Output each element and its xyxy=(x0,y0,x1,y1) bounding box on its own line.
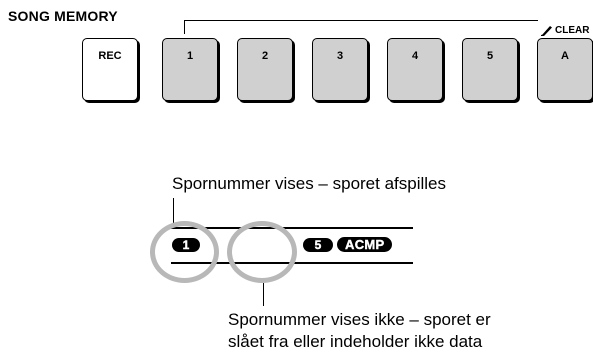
bracket-left-tick xyxy=(184,20,186,34)
rec-key-label: REC xyxy=(98,50,122,62)
acmp-indicator: ACMP xyxy=(337,237,393,252)
track-5-indicator: 5 xyxy=(303,238,333,252)
track-1-key[interactable]: 1 xyxy=(162,38,218,101)
track-2-key[interactable]: 2 xyxy=(237,38,293,101)
track-5-key[interactable]: 5 xyxy=(462,38,518,101)
track-1-key-label: 1 xyxy=(186,50,194,62)
track-4-key[interactable]: 4 xyxy=(387,38,443,101)
track-2-key-label: 2 xyxy=(261,50,269,62)
track-a-key[interactable]: A xyxy=(537,38,593,101)
callout-track-muted-line2: slået fra eller indeholder ikke data xyxy=(228,332,483,351)
callout-track-playing: Spornummer vises – sporet afspilles xyxy=(172,174,447,193)
callout-track-muted-line1: Spornummer vises ikke – sporet er xyxy=(228,310,491,329)
clear-label: CLEAR xyxy=(540,24,589,36)
track-5-key-label: 5 xyxy=(486,50,494,62)
callout-top-leader xyxy=(173,198,175,224)
highlight-ring-active xyxy=(150,221,219,283)
clear-text: CLEAR xyxy=(555,24,590,36)
track-3-key-label: 3 xyxy=(336,50,344,62)
song-memory-title: SONG MEMORY xyxy=(8,8,118,24)
rec-key[interactable]: REC xyxy=(82,38,138,101)
pen-icon xyxy=(541,26,552,36)
highlight-ring-inactive xyxy=(227,221,297,283)
bracket-top-line xyxy=(184,20,538,22)
track-3-key[interactable]: 3 xyxy=(312,38,368,101)
display-top-line xyxy=(171,227,413,229)
track-a-key-label: A xyxy=(561,50,569,62)
callout-bottom-leader xyxy=(263,283,265,306)
track-4-key-label: 4 xyxy=(411,50,419,62)
